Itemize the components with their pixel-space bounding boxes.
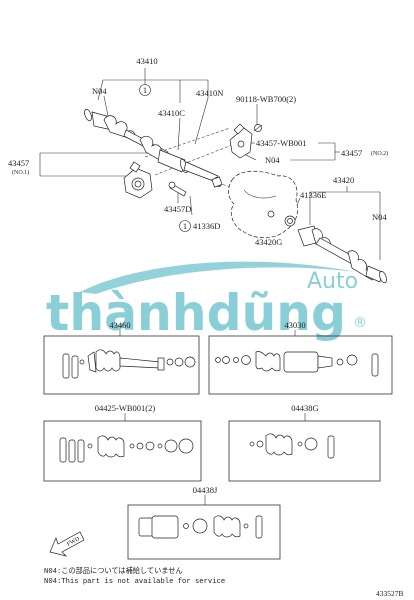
label-43457-left: 43457	[8, 158, 29, 168]
callout-1a-text: 1	[143, 85, 147, 95]
reference-code: 433527B	[376, 589, 404, 598]
label-43420g: 43420G	[255, 237, 282, 247]
callout-1b-text: 1	[183, 221, 187, 231]
kit-04438j: 04438J	[127, 485, 281, 560]
kit-43030: 43030	[208, 320, 393, 395]
transmission-case	[228, 170, 298, 239]
fwd-text: FWD	[66, 536, 81, 548]
label-n04-b: N04	[265, 155, 280, 165]
label-43457-wb001: 43457-WB001	[256, 138, 307, 148]
kit-43460-box	[43, 335, 200, 395]
note-en: N04:This part is not available for servi…	[44, 578, 225, 586]
label-no2: (NO.2)	[371, 150, 388, 157]
label-41336d: 41336D	[193, 221, 220, 231]
watermark-registered-mark: ®	[353, 315, 367, 331]
callout-circle-1a	[139, 84, 151, 96]
bearing-bracket-no2	[229, 123, 263, 159]
watermark-swoosh	[80, 261, 356, 294]
label-43410n: 43410N	[196, 88, 223, 98]
bearing-bracket-no1	[123, 161, 153, 199]
kit-43030-label: 43030	[284, 320, 305, 330]
kit-04425: 04425-WB001(2)	[43, 403, 202, 482]
circle-callouts: 1 1	[139, 84, 191, 232]
kit-04438j-label: 04438J	[193, 485, 218, 495]
watermark-auto-text: Auto	[307, 269, 358, 294]
note-jp: N04:この部品については補給していません	[44, 566, 183, 576]
kit-04438g-box	[228, 420, 381, 482]
label-n04-c: N04	[372, 212, 387, 222]
kit-04438g-label: 04438G	[291, 403, 318, 413]
label-43410: 43410	[136, 56, 157, 66]
kit-04425-box	[43, 420, 202, 482]
forward-arrow-icon: FWD	[49, 531, 85, 557]
label-43457-right: 43457	[341, 148, 362, 158]
callout-circle-1b	[179, 220, 191, 232]
kit-43460-label: 43460	[109, 320, 130, 330]
label-no1: (NO.1)	[12, 169, 29, 176]
label-41336e: 41336E	[300, 190, 326, 200]
kit-04438j-box	[127, 504, 281, 560]
watermark: Auto thànhdũng ®	[46, 261, 367, 342]
kit-43460: 43460	[43, 320, 200, 395]
label-43420: 43420	[333, 175, 354, 185]
watermark-brand-text: thànhdũng	[46, 284, 346, 342]
part-labels: 43410 N04 43410N 43410C 90118-WB700(2) 4…	[8, 56, 388, 247]
label-43410c: 43410C	[158, 108, 185, 118]
label-90118: 90118-WB700(2)	[236, 94, 296, 104]
label-43457d: 43457D	[164, 204, 191, 214]
bolt-43457d	[168, 181, 187, 197]
kit-04438g: 04438G	[228, 403, 381, 482]
label-n04-a: N04	[92, 86, 107, 96]
left-drive-shaft	[83, 108, 223, 188]
right-drive-shaft	[284, 215, 387, 284]
kit-04425-label: 04425-WB001(2)	[95, 403, 156, 413]
kit-43030-box	[208, 335, 393, 395]
